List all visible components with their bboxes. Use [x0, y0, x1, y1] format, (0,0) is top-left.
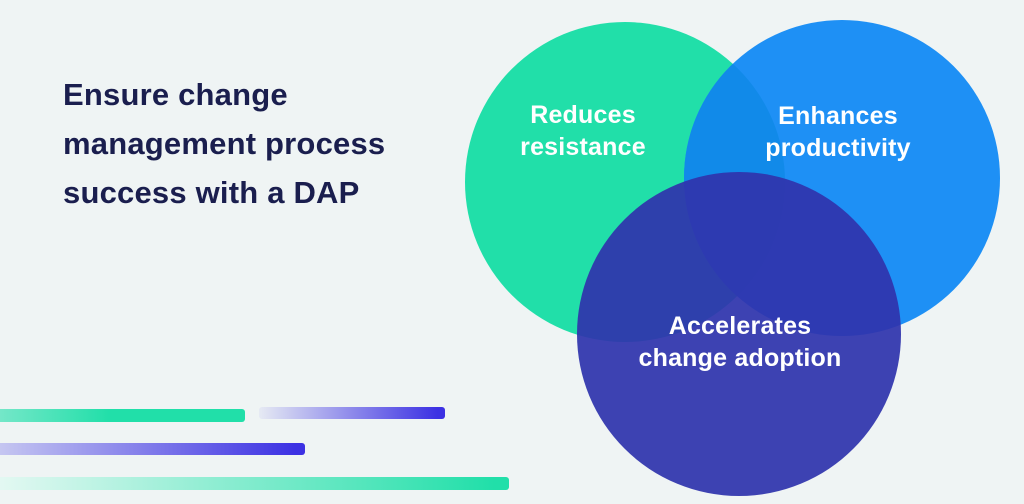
page-title-line-2: management process [63, 126, 386, 161]
label-enhances-productivity-line-2: productivity [765, 134, 911, 162]
circle-accelerates-change-adoption [577, 172, 901, 496]
page-title-line-3: success with a DAP [63, 175, 360, 210]
label-reduces-resistance-line-1: Reduces [530, 101, 636, 129]
decoration-bar-green-top [0, 409, 245, 422]
page-title-line-1: Ensure change [63, 77, 288, 112]
decoration-bar-indigo-middle [0, 443, 305, 455]
label-enhances-productivity: Enhances productivity [688, 100, 988, 164]
label-accelerates-change-adoption: Accelerates change adoption [590, 310, 890, 374]
label-accelerates-change-adoption-line-2: change adoption [638, 344, 842, 372]
decoration-bar-green-bottom [0, 477, 509, 490]
page-title: Ensure change management process success… [63, 70, 483, 217]
label-reduces-resistance-line-2: resistance [520, 133, 646, 161]
label-reduces-resistance: Reduces resistance [433, 99, 733, 163]
decoration-bar-indigo-top [259, 407, 445, 419]
label-enhances-productivity-line-1: Enhances [778, 102, 898, 130]
label-accelerates-change-adoption-line-1: Accelerates [668, 312, 812, 340]
